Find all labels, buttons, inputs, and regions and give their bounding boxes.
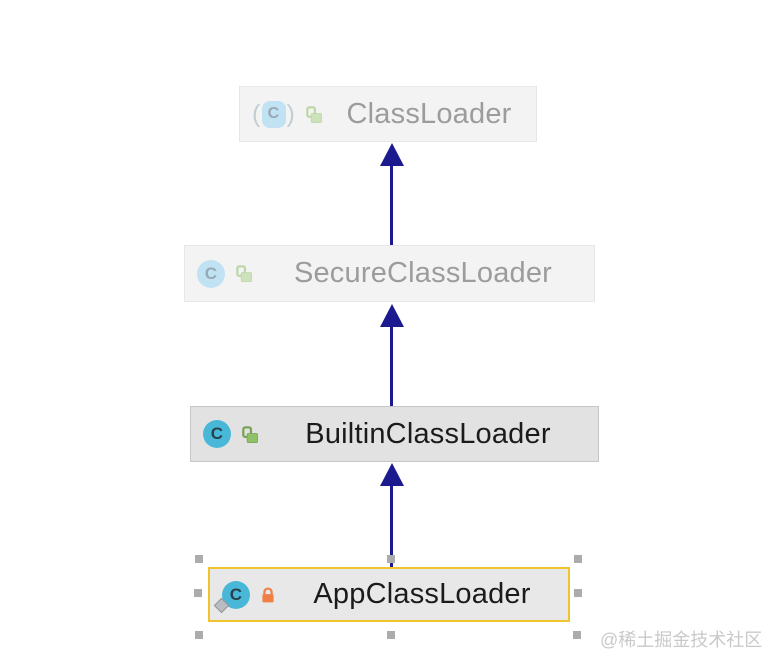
arrowhead-icon — [379, 143, 404, 166]
paren-glyph: ( — [252, 99, 261, 128]
arrowhead-icon — [379, 304, 404, 327]
lock-closed-icon — [262, 586, 274, 602]
class-letter-glyph: C — [197, 259, 225, 288]
arrowhead-icon — [379, 463, 404, 486]
arrow-line — [390, 325, 393, 406]
arrow-line — [390, 164, 393, 245]
class-icon: C — [213, 580, 250, 613]
class-name-label: ClassLoader — [346, 97, 512, 130]
selection-handle-mid-right[interactable] — [574, 589, 582, 597]
lock-open-icon — [306, 105, 323, 123]
class-node-builtinclassloader[interactable]: C BuiltinClassLoader — [190, 406, 599, 462]
class-icon: C — [203, 420, 231, 448]
class-node-classloader[interactable]: ( C ) ClassLoader — [239, 86, 537, 142]
inheritance-arrow-builtin-to-secure[interactable] — [379, 304, 404, 406]
watermark: @稀土掘金技术社区 — [600, 630, 763, 650]
class-letter-glyph: C — [261, 100, 286, 128]
class-name-label: BuiltinClassLoader — [305, 417, 551, 450]
lock-open-icon — [242, 425, 258, 443]
inheritance-arrow-secure-to-classloader[interactable] — [379, 143, 404, 245]
class-node-secureclassloader[interactable]: C SecureClassLoader — [184, 245, 595, 302]
class-icon: C — [197, 259, 225, 288]
inheritance-arrow-app-to-builtin[interactable] — [379, 463, 404, 567]
paren-glyph: ) — [286, 99, 296, 128]
selection-handle-bottom-left[interactable] — [195, 631, 203, 639]
class-name-label: AppClassLoader — [313, 578, 531, 610]
selection-handle-mid-left[interactable] — [194, 589, 202, 597]
arrow-line — [390, 484, 393, 567]
lock-open-icon — [236, 265, 252, 282]
class-icon: ( C ) — [252, 99, 296, 128]
class-node-appclassloader[interactable]: C AppClassLoader — [208, 567, 570, 622]
selection-handle-bottom-center[interactable] — [387, 631, 395, 639]
selection-handle-top-right[interactable] — [574, 555, 582, 563]
selection-handle-top-left[interactable] — [195, 555, 203, 563]
selection-handle-top-center[interactable] — [387, 555, 395, 563]
class-name-label: SecureClassLoader — [293, 257, 553, 289]
selection-handle-bottom-right[interactable] — [573, 631, 581, 639]
class-letter-glyph: C — [203, 420, 231, 448]
